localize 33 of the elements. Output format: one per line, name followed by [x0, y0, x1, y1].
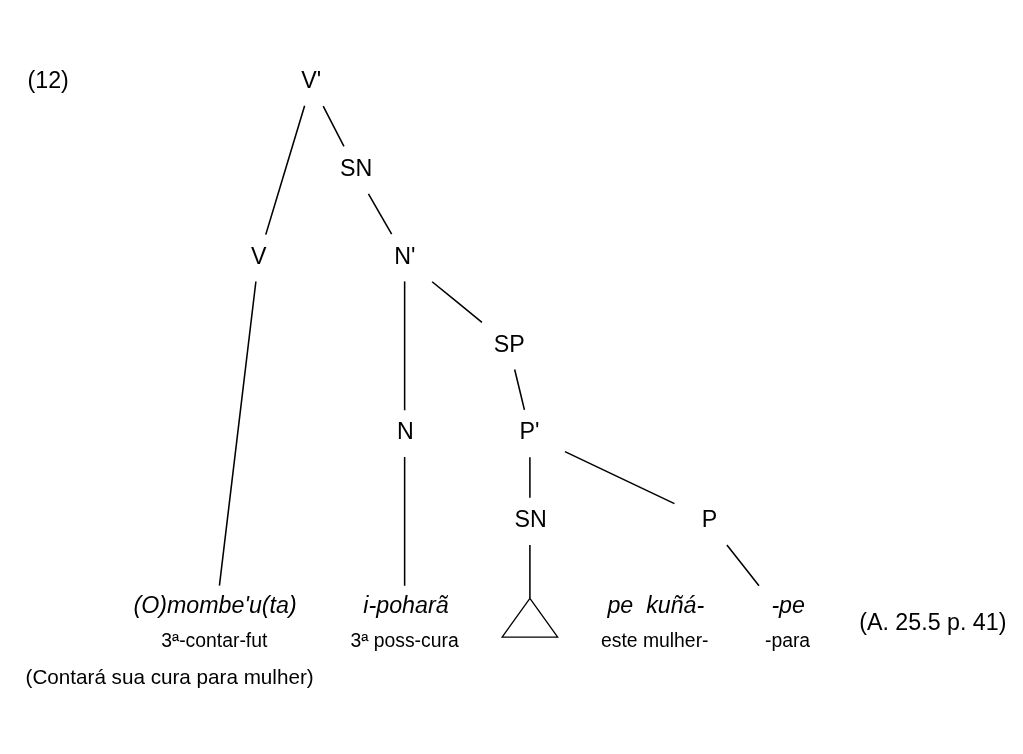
connector: [529, 543, 531, 599]
node-text: -pe: [771, 591, 805, 618]
node-label: este mulher-: [600, 628, 709, 651]
node-text: P': [519, 417, 540, 444]
node-label: 3ª poss-cura: [350, 628, 459, 651]
node-text: SN: [340, 154, 373, 181]
node-text: P: [701, 505, 718, 532]
node-text: N: [396, 417, 414, 444]
connector: [403, 455, 406, 587]
connector: [529, 456, 531, 498]
node-text: SN: [514, 505, 547, 532]
connector: [403, 280, 406, 411]
node-text: V: [250, 242, 267, 269]
node-text: N': [394, 242, 416, 269]
label: (A. 25.5 p. 41): [859, 608, 1007, 635]
label: (12): [27, 66, 69, 93]
node-text: SP: [493, 330, 525, 357]
node-text: V': [301, 66, 322, 93]
connector: [431, 280, 483, 323]
connector: [726, 543, 760, 587]
node-label: -para: [764, 628, 811, 651]
connector: [367, 192, 393, 235]
node-text: pe kuñá-: [607, 591, 705, 618]
connector: [265, 104, 306, 235]
connector: [513, 368, 526, 411]
caption: (Contará sua cura para mulher): [25, 664, 314, 688]
connector: [564, 450, 676, 504]
node-text: i-poharã: [363, 591, 449, 618]
connector: [322, 104, 345, 147]
node-text: (O)mombe'u(ta): [133, 591, 297, 618]
node-label: 3ª-contar-fut: [161, 628, 268, 651]
connector: [218, 280, 257, 586]
node-triangle: [500, 596, 559, 638]
